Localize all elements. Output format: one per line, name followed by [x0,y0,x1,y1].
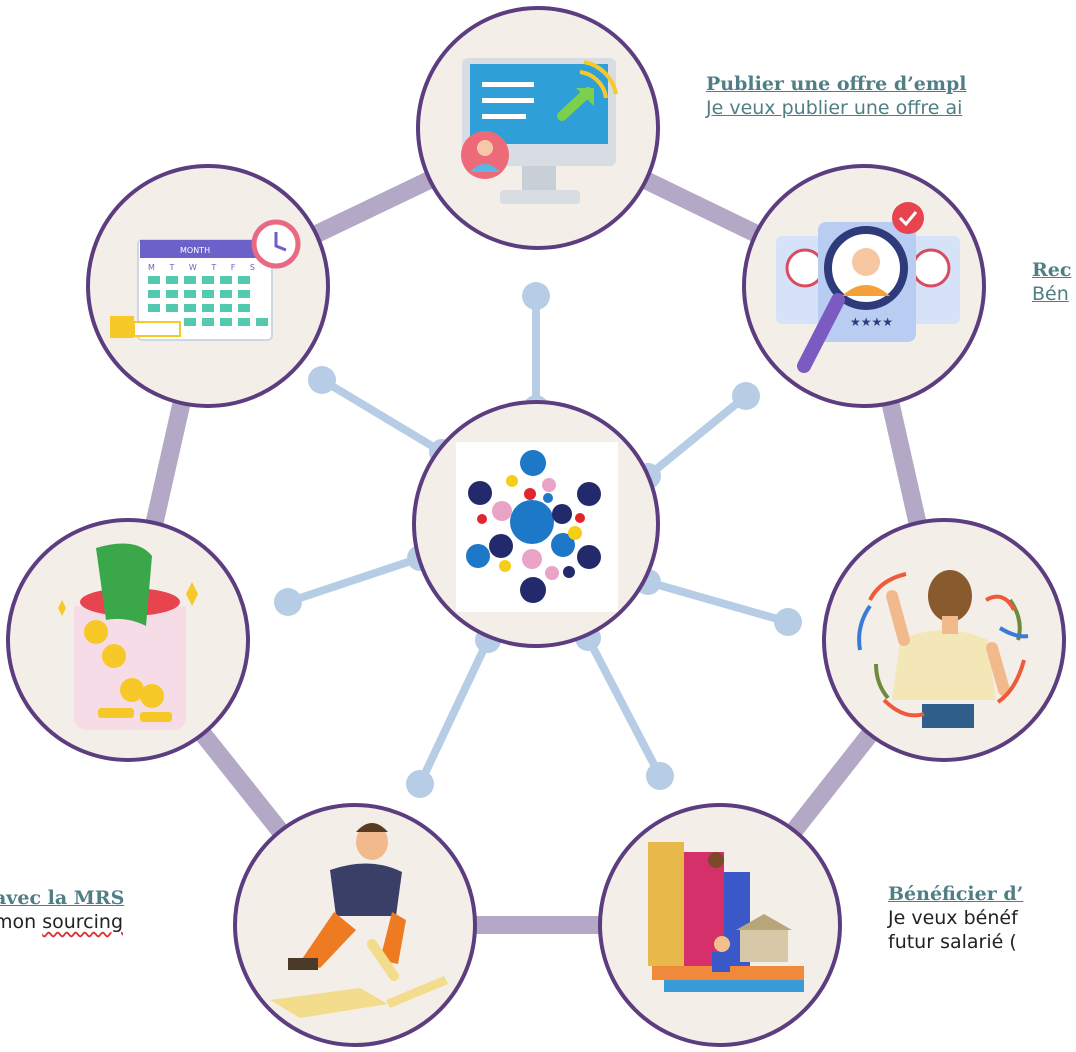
beneficier-line1: Je veux bénéf [888,907,1018,929]
recherche-subtitle[interactable]: Bén [1032,283,1069,305]
mrs-subtitle-word: sourcing [42,911,124,933]
publier-title[interactable]: Publier une offre d’empl [706,73,967,95]
label-publier-offre[interactable]: Publier une offre d’empl Je veux publier… [706,72,966,120]
node-mrs[interactable] [233,803,477,1047]
worker-building-icon [270,823,448,1018]
node-publier-offre[interactable] [416,6,660,250]
recherche-title[interactable]: Rec [1032,259,1072,281]
center-spokes [284,292,792,788]
svg-text:★★★★: ★★★★ [850,315,893,329]
network-dots-logo [466,450,601,603]
mrs-title[interactable]: avec la MRS [0,887,125,909]
beneficier-line2: futur salarié ( [888,931,1017,953]
label-beneficier[interactable]: Bénéficier d’ Je veux bénéf futur salari… [888,882,1023,954]
calendar-clock-icon: MONTH M T W T F S [110,219,301,341]
node-beneficier[interactable] [598,803,842,1047]
calendar-header: MONTH [180,246,210,255]
candidate-search-icon: ★★★★ [776,202,960,373]
node-financement[interactable] [6,518,250,762]
money-jar-icon [58,543,198,730]
decision-arrows-person-icon [857,570,1029,728]
node-decision[interactable] [822,518,1066,762]
label-mrs[interactable]: avec la MRS mon sourcing [0,886,124,934]
beneficier-title[interactable]: Bénéficier d’ [888,883,1024,905]
label-recherche[interactable]: Rec Bén [1032,258,1071,306]
publier-subtitle[interactable]: Je veux publier une offre ai [706,97,963,119]
node-recherche[interactable]: ★★★★ [742,164,986,408]
monitor-broadcast-icon [461,58,618,204]
center-node[interactable] [412,400,660,648]
mrs-subtitle: mon sourcing [0,910,124,934]
books-training-icon [648,842,804,992]
node-calendrier[interactable]: MONTH M T W T F S [86,164,330,408]
mrs-subtitle-prefix: mon [0,911,37,933]
calendar-days: M T W T F S [148,263,261,272]
